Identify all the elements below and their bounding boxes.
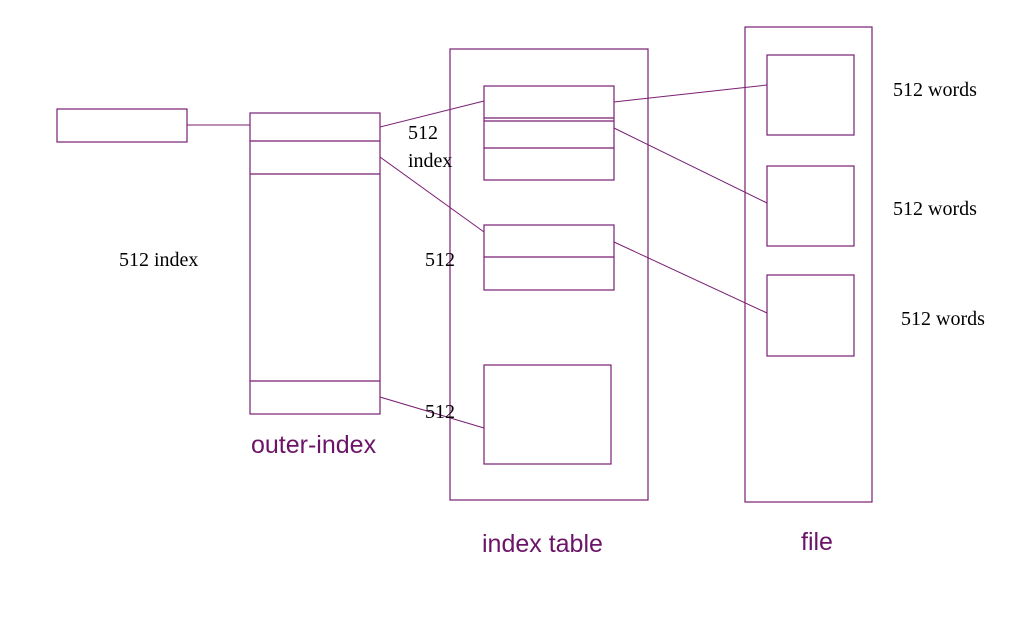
block2-count-label: 512 bbox=[425, 249, 455, 271]
file-block-2 bbox=[766, 165, 855, 247]
block1-unit-label: index bbox=[408, 150, 452, 172]
index-block-1-frame bbox=[483, 85, 615, 181]
outer-index-title: outer-index bbox=[251, 431, 377, 459]
index-table-frame bbox=[449, 48, 649, 501]
file-block2-size-label: 512 words bbox=[893, 198, 977, 220]
outer-to-block1-line bbox=[379, 100, 485, 128]
file-block-1 bbox=[766, 54, 855, 136]
index-block-2 bbox=[483, 224, 615, 291]
outer-index-frame bbox=[249, 112, 381, 415]
block1-to-file1-line bbox=[613, 84, 768, 103]
block1-count-label: 512 bbox=[408, 122, 438, 144]
file-frame bbox=[744, 26, 873, 503]
index-block-1 bbox=[483, 85, 615, 181]
outer-to-block3-line bbox=[379, 396, 485, 429]
block2-to-file3-line bbox=[613, 241, 768, 314]
index-block-3 bbox=[483, 364, 612, 465]
outer-index-column bbox=[249, 112, 381, 415]
file-title: file bbox=[801, 528, 833, 556]
outer-count-label: 512 index bbox=[119, 249, 198, 271]
outer-to-block2-line bbox=[379, 156, 485, 233]
block1-to-file2-line bbox=[613, 127, 768, 204]
pointer-box bbox=[56, 108, 188, 143]
file-block-3 bbox=[766, 274, 855, 357]
file-block3-size-label: 512 words bbox=[901, 308, 985, 330]
file-block1-size-label: 512 words bbox=[893, 79, 977, 101]
block3-count-label: 512 bbox=[425, 401, 455, 423]
index-table-title: index table bbox=[482, 530, 603, 558]
